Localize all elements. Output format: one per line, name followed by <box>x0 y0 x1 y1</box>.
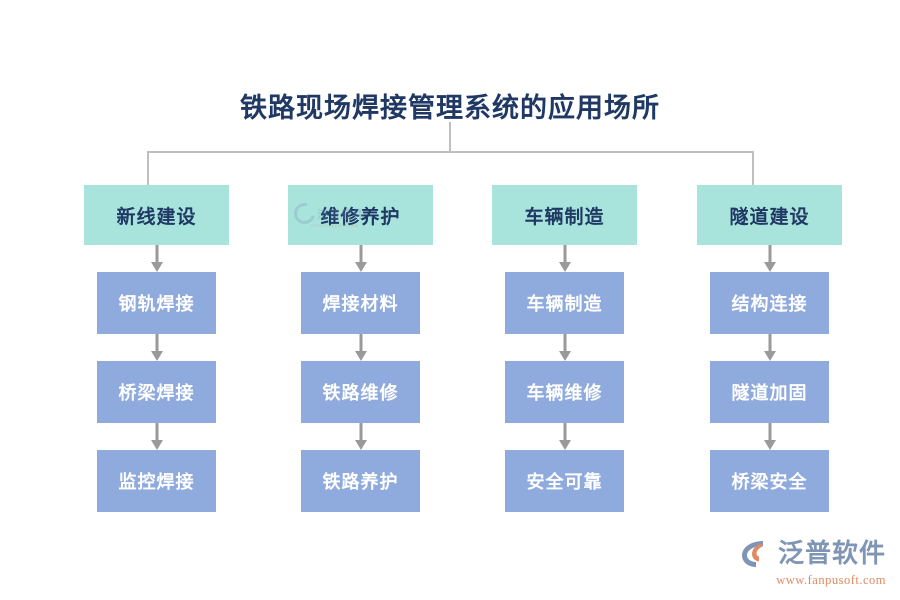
node-label: 钢轨焊接 <box>118 294 195 314</box>
arrow-head-icon <box>150 262 163 272</box>
node-box[interactable]: 铁路养护 <box>301 450 420 512</box>
node-label: 桥梁安全 <box>731 472 808 492</box>
node-box[interactable]: 桥梁焊接 <box>97 361 216 423</box>
brand-logo: 泛普软件 www.fanpusoft.com <box>738 537 886 588</box>
node-box[interactable]: 铁路维修 <box>301 361 420 423</box>
node-box[interactable]: 安全可靠 <box>505 450 624 512</box>
column-tunnel-construction: 隧道建设 结构连接 隧道加固 桥梁安全 <box>697 185 842 512</box>
node-box[interactable]: 车辆制造 <box>505 272 624 334</box>
column-header-box[interactable]: 新线建设 <box>84 185 229 245</box>
arrow-head-icon <box>354 440 367 450</box>
connector-horizontal-bar <box>147 151 754 153</box>
flow-arrow <box>697 334 842 361</box>
node-label: 车辆维修 <box>526 383 603 403</box>
flow-arrow <box>288 245 433 272</box>
node-box[interactable]: 钢轨焊接 <box>97 272 216 334</box>
column-maintenance: 泛普软件 www.fanpusoft.com 维修养护 焊接材料 铁路维修 铁路… <box>288 185 433 512</box>
arrow-shaft <box>359 423 362 442</box>
arrow-shaft <box>359 245 362 264</box>
flow-arrow <box>84 245 229 272</box>
flow-arrow <box>492 245 637 272</box>
arrow-shaft <box>768 334 771 353</box>
arrow-head-icon <box>354 351 367 361</box>
column-header-label: 新线建设 <box>116 206 197 228</box>
flow-arrow <box>84 334 229 361</box>
node-label: 监控焊接 <box>118 472 195 492</box>
arrow-shaft <box>359 334 362 353</box>
arrow-head-icon <box>354 262 367 272</box>
fanpu-logo-icon <box>290 199 319 228</box>
arrow-shaft <box>155 334 158 353</box>
brand-url: www.fanpusoft.com <box>776 573 886 587</box>
arrow-shaft <box>563 423 566 442</box>
flow-arrow <box>288 423 433 450</box>
node-box[interactable]: 结构连接 <box>710 272 829 334</box>
arrow-head-icon <box>150 440 163 450</box>
arrow-shaft <box>155 423 158 442</box>
node-label: 结构连接 <box>731 294 808 314</box>
column-header-box[interactable]: 隧道建设 <box>697 185 842 245</box>
arrow-head-icon <box>763 440 776 450</box>
node-box[interactable]: 焊接材料 <box>301 272 420 334</box>
column-header-label: 维修养护 <box>320 206 401 228</box>
arrow-head-icon <box>558 440 571 450</box>
node-label: 车辆制造 <box>526 294 603 314</box>
column-header-label: 隧道建设 <box>729 206 810 228</box>
arrow-shaft <box>563 334 566 353</box>
node-label: 铁路维修 <box>322 383 399 403</box>
node-box[interactable]: 桥梁安全 <box>710 450 829 512</box>
node-label: 安全可靠 <box>526 472 603 492</box>
flow-arrow <box>697 423 842 450</box>
connector-stem <box>449 122 451 152</box>
brand-logo-row: 泛普软件 <box>738 537 886 571</box>
flow-arrow <box>492 423 637 450</box>
column-vehicle-manufacturing: 车辆制造 车辆制造 车辆维修 安全可靠 <box>492 185 637 512</box>
flow-arrow <box>84 423 229 450</box>
brand-name: 泛普软件 <box>777 539 886 568</box>
node-label: 铁路养护 <box>322 472 399 492</box>
column-new-line-construction: 新线建设 钢轨焊接 桥梁焊接 监控焊接 <box>84 185 229 512</box>
arrow-head-icon <box>763 262 776 272</box>
flow-arrow <box>492 334 637 361</box>
node-label: 桥梁焊接 <box>118 383 195 403</box>
connector-drop-right <box>752 151 754 185</box>
arrow-head-icon <box>558 262 571 272</box>
connector-drop-left <box>147 151 149 185</box>
arrow-head-icon <box>763 351 776 361</box>
page-title: 铁路现场焊接管理系统的应用场所 <box>240 93 660 123</box>
node-box[interactable]: 监控焊接 <box>97 450 216 512</box>
arrow-shaft <box>768 245 771 264</box>
column-header-label: 车辆制造 <box>524 206 605 228</box>
arrow-head-icon <box>150 351 163 361</box>
node-label: 隧道加固 <box>731 383 808 403</box>
node-label: 焊接材料 <box>322 294 399 314</box>
flow-arrow <box>697 245 842 272</box>
arrow-head-icon <box>558 351 571 361</box>
node-box[interactable]: 隧道加固 <box>710 361 829 423</box>
fanpu-logo-icon <box>738 537 772 571</box>
column-header-box[interactable]: 泛普软件 www.fanpusoft.com 维修养护 <box>288 185 433 245</box>
column-header-box[interactable]: 车辆制造 <box>492 185 637 245</box>
node-box[interactable]: 车辆维修 <box>505 361 624 423</box>
arrow-shaft <box>563 245 566 264</box>
flow-arrow <box>288 334 433 361</box>
arrow-shaft <box>155 245 158 264</box>
arrow-shaft <box>768 423 771 442</box>
